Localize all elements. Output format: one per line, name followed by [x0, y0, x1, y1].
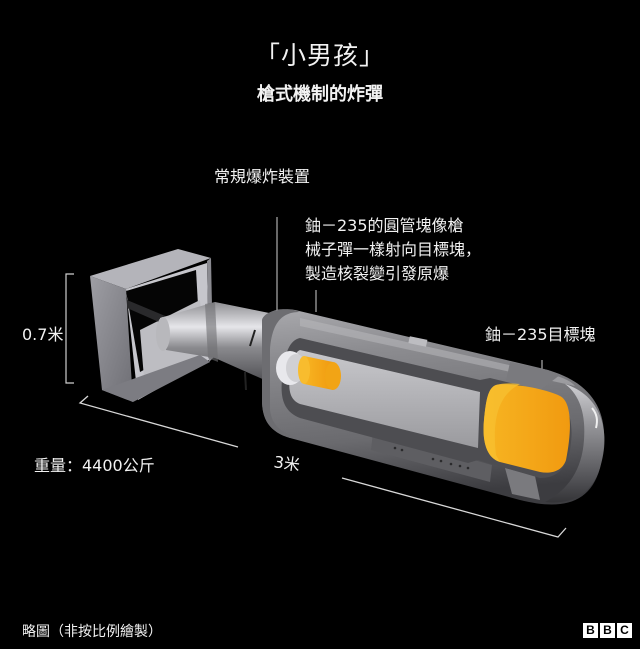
projectile-line-3: 製造核裂變引發原爆 — [305, 264, 450, 283]
bbc-logo: B B C — [583, 623, 632, 638]
uranium-projectile — [298, 356, 341, 390]
projectile-description: 鈾－235的圓管塊像槍 械子彈一樣射向目標塊， 製造核裂變引發原爆 — [305, 214, 481, 286]
projectile-line-2: 械子彈一樣射向目標塊， — [305, 240, 482, 259]
weight-label: 重量：4400公斤 — [34, 456, 155, 475]
uranium-target — [483, 383, 570, 473]
page-title: 「小男孩」 — [254, 41, 385, 70]
conventional-explosive-label: 常規爆炸裝置 — [214, 167, 311, 186]
cutaway-interior — [276, 338, 572, 478]
not-to-scale-note: 略圖（非按比例繪製） — [22, 624, 162, 640]
projectile-line-1: 鈾－235的圓管塊像槍 — [305, 216, 464, 235]
bbc-logo-letter: C — [617, 623, 632, 638]
diameter-label: 0.7米 — [22, 325, 64, 344]
bbc-logo-letter: B — [583, 623, 598, 638]
target-label: 鈾－235目標塊 — [485, 325, 596, 344]
length-bracket — [78, 395, 567, 538]
bbc-logo-letter: B — [600, 623, 615, 638]
length-label: 3米 — [272, 452, 302, 475]
page-subtitle: 槍式機制的炸彈 — [257, 84, 383, 105]
diameter-bracket — [65, 273, 74, 384]
tail-cone — [156, 302, 276, 391]
